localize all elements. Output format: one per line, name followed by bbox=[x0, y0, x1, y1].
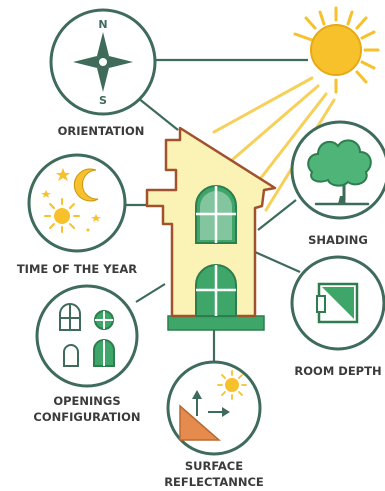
surface-label-line2: REFLECTANNCE bbox=[164, 475, 264, 489]
time-of-year-label: TIME OF THE YEAR bbox=[17, 262, 137, 276]
line-roomdepth-house bbox=[254, 250, 301, 274]
orientation-label: ORIENTATION bbox=[58, 124, 145, 138]
node-openings-configuration: OPENINGS CONFIGURATION bbox=[33, 284, 141, 424]
shading-label: SHADING bbox=[308, 233, 368, 247]
house-illustration bbox=[145, 126, 277, 331]
openings-label-line2: CONFIGURATION bbox=[33, 410, 140, 424]
surface-label-line1: SURFACE bbox=[185, 459, 243, 473]
reflectance-icon bbox=[179, 370, 247, 441]
small-sun-icon bbox=[44, 198, 80, 233]
node-surface-reflectance: SURFACE REFLECTANNCE bbox=[164, 360, 264, 489]
line-shading-house bbox=[257, 199, 297, 231]
windows-grid-icon bbox=[59, 303, 115, 367]
node-room-depth: ROOM DEPTH bbox=[290, 255, 385, 378]
compass-icon: N S bbox=[73, 18, 133, 107]
compass-north-label: N bbox=[98, 18, 107, 31]
connector-lines bbox=[122, 58, 308, 362]
node-time-of-year: TIME OF THE YEAR bbox=[17, 153, 137, 276]
star-icons bbox=[41, 168, 101, 232]
node-shading: SHADING bbox=[290, 120, 385, 247]
openings-label-line1: OPENINGS bbox=[53, 394, 120, 408]
room-depth-label: ROOM DEPTH bbox=[294, 364, 381, 378]
node-orientation: N S ORIENTATION bbox=[49, 8, 157, 138]
tree-icon bbox=[307, 139, 372, 206]
compass-south-label: S bbox=[99, 94, 107, 107]
house-lower-window bbox=[195, 264, 237, 317]
sun-icon bbox=[293, 6, 380, 94]
line-openings-house bbox=[135, 283, 166, 303]
room-depth-icon bbox=[316, 282, 359, 324]
house-upper-window bbox=[195, 185, 237, 244]
line-orientation-house bbox=[137, 97, 179, 131]
